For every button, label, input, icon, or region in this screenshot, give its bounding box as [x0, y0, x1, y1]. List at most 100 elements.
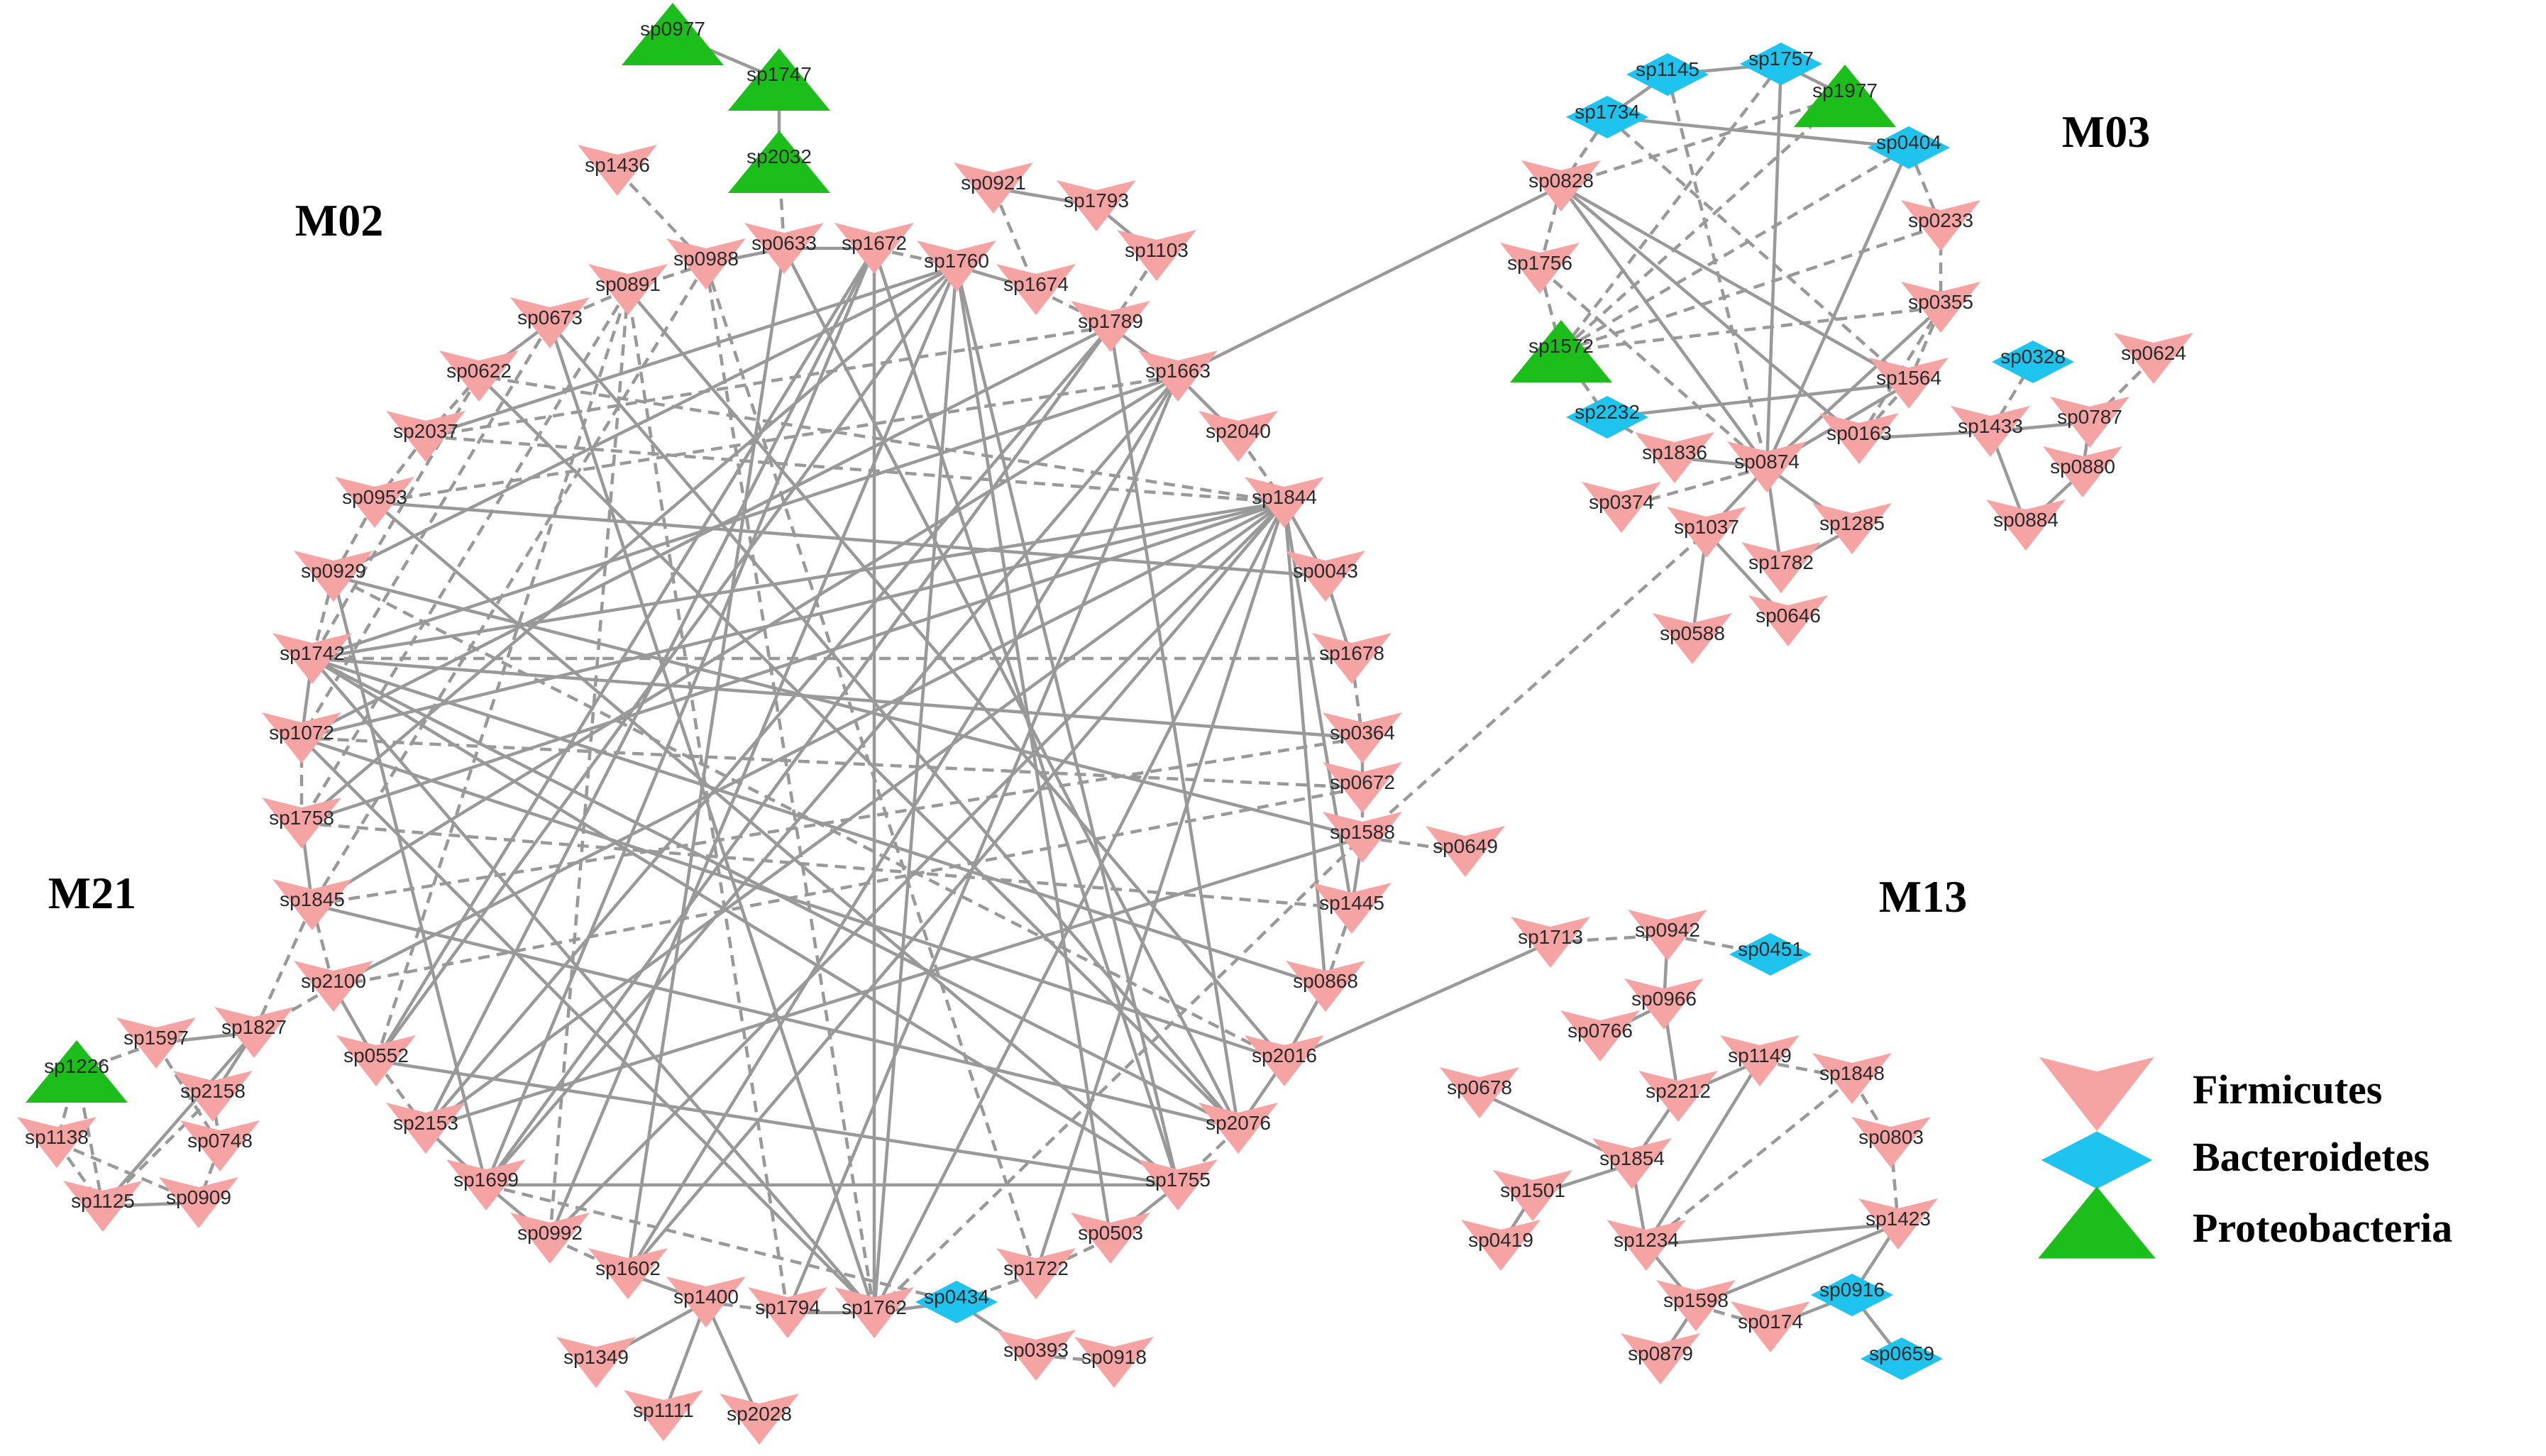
- node-sp0929[interactable]: sp0929: [294, 551, 373, 602]
- node-sp0916[interactable]: sp0916: [1811, 1274, 1893, 1316]
- node-sp1844[interactable]: sp1844: [1245, 477, 1324, 528]
- node-sp0992[interactable]: sp0992: [510, 1213, 590, 1264]
- node-sp0803[interactable]: sp0803: [1851, 1117, 1931, 1168]
- node-sp1793[interactable]: sp1793: [1057, 180, 1136, 231]
- node-sp0233[interactable]: sp0233: [1901, 200, 1980, 251]
- node-sp0918[interactable]: sp0918: [1074, 1337, 1154, 1388]
- node-sp1836[interactable]: sp1836: [1635, 432, 1714, 483]
- node-sp0678[interactable]: sp0678: [1440, 1067, 1519, 1118]
- node-sp1848[interactable]: sp1848: [1812, 1053, 1892, 1104]
- node-sp0419[interactable]: sp0419: [1461, 1220, 1541, 1271]
- node-sp1564[interactable]: sp1564: [1869, 358, 1949, 409]
- node-sp2100[interactable]: sp2100: [294, 961, 373, 1012]
- node-sp0624[interactable]: sp0624: [2114, 333, 2193, 384]
- node-sp1713[interactable]: sp1713: [1511, 917, 1590, 968]
- node-sp1436[interactable]: sp1436: [578, 145, 657, 196]
- node-sp0988[interactable]: sp0988: [666, 238, 746, 289]
- node-sp2040[interactable]: sp2040: [1198, 411, 1278, 462]
- node-sp1674[interactable]: sp1674: [996, 264, 1076, 315]
- node-sp1845[interactable]: sp1845: [272, 879, 352, 930]
- node-sp0874[interactable]: sp0874: [1727, 441, 1807, 492]
- node-sp0966[interactable]: sp0966: [1624, 978, 1704, 1030]
- node-sp2232[interactable]: sp2232: [1566, 396, 1648, 439]
- node-sp1400[interactable]: sp1400: [666, 1276, 746, 1328]
- node-sp2076[interactable]: sp2076: [1198, 1103, 1278, 1154]
- node-sp1125[interactable]: sp1125: [63, 1181, 143, 1232]
- node-sp0374[interactable]: sp0374: [1582, 482, 1661, 533]
- node-sp1789[interactable]: sp1789: [1071, 301, 1150, 352]
- node-sp1598[interactable]: sp1598: [1656, 1280, 1736, 1331]
- node-sp0328[interactable]: sp0328: [1992, 341, 2074, 383]
- node-sp1072[interactable]: sp1072: [262, 712, 341, 763]
- node-sp1588[interactable]: sp1588: [1323, 812, 1402, 863]
- node-sp1782[interactable]: sp1782: [1741, 542, 1821, 593]
- node-sp1234[interactable]: sp1234: [1607, 1220, 1686, 1271]
- node-sp0588[interactable]: sp0588: [1653, 613, 1732, 664]
- node-sp2037[interactable]: sp2037: [386, 411, 465, 462]
- node-sp1758[interactable]: sp1758: [262, 798, 341, 849]
- node-sp0921[interactable]: sp0921: [954, 162, 1033, 214]
- node-sp2032[interactable]: sp2032: [728, 131, 830, 193]
- node-sp0043[interactable]: sp0043: [1286, 551, 1365, 602]
- node-sp1672[interactable]: sp1672: [834, 223, 914, 274]
- node-sp1602[interactable]: sp1602: [588, 1248, 668, 1299]
- node-sp0633[interactable]: sp0633: [744, 223, 824, 274]
- node-sp1827[interactable]: sp1827: [214, 1007, 294, 1058]
- node-sp0355[interactable]: sp0355: [1901, 282, 1980, 333]
- node-sp0828[interactable]: sp0828: [1521, 160, 1601, 211]
- node-sp0174[interactable]: sp0174: [1731, 1301, 1810, 1352]
- node-sp1501[interactable]: sp1501: [1493, 1170, 1572, 1221]
- node-sp1734[interactable]: sp1734: [1566, 96, 1648, 138]
- node-sp2158[interactable]: sp2158: [173, 1071, 253, 1122]
- node-sp0659[interactable]: sp0659: [1861, 1338, 1943, 1380]
- node-sp1111[interactable]: sp1111: [624, 1390, 703, 1441]
- node-sp0787[interactable]: sp0787: [2050, 397, 2129, 448]
- node-sp0868[interactable]: sp0868: [1286, 961, 1365, 1012]
- node-sp1597[interactable]: sp1597: [116, 1017, 196, 1069]
- node-sp0503[interactable]: sp0503: [1071, 1213, 1150, 1264]
- node-sp0646[interactable]: sp0646: [1748, 595, 1828, 646]
- node-sp0404[interactable]: sp0404: [1868, 126, 1950, 169]
- node-sp1445[interactable]: sp1445: [1312, 883, 1392, 934]
- node-sp0884[interactable]: sp0884: [1986, 500, 2066, 551]
- node-sp0977[interactable]: sp0977: [622, 3, 724, 65]
- node-sp1572[interactable]: sp1572: [1510, 320, 1612, 382]
- node-sp1742[interactable]: sp1742: [272, 633, 352, 684]
- node-sp0942[interactable]: sp0942: [1628, 910, 1707, 961]
- node-sp0622[interactable]: sp0622: [439, 351, 519, 402]
- node-sp1349[interactable]: sp1349: [556, 1337, 636, 1388]
- node-sp1762[interactable]: sp1762: [834, 1287, 914, 1338]
- node-sp0163[interactable]: sp0163: [1819, 413, 1899, 464]
- node-sp1977[interactable]: sp1977: [1794, 65, 1896, 127]
- node-sp1747[interactable]: sp1747: [728, 48, 830, 111]
- node-sp0880[interactable]: sp0880: [2043, 446, 2122, 497]
- node-sp0879[interactable]: sp0879: [1621, 1333, 1700, 1384]
- node-sp1285[interactable]: sp1285: [1812, 503, 1892, 554]
- node-sp0673[interactable]: sp0673: [510, 297, 590, 348]
- node-sp2153[interactable]: sp2153: [386, 1103, 465, 1154]
- node-sp1757[interactable]: sp1757: [1740, 43, 1822, 85]
- node-sp1149[interactable]: sp1149: [1720, 1035, 1800, 1086]
- node-sp1678[interactable]: sp1678: [1312, 633, 1392, 684]
- node-sp1722[interactable]: sp1722: [996, 1248, 1076, 1299]
- node-sp0766[interactable]: sp0766: [1560, 1010, 1640, 1061]
- node-sp0953[interactable]: sp0953: [335, 477, 414, 528]
- node-sp0909[interactable]: sp0909: [159, 1177, 238, 1228]
- node-sp1794[interactable]: sp1794: [748, 1287, 827, 1338]
- node-sp1226[interactable]: sp1226: [26, 1040, 128, 1103]
- node-sp1138[interactable]: sp1138: [17, 1117, 97, 1168]
- node-sp0364[interactable]: sp0364: [1323, 712, 1402, 763]
- node-sp0552[interactable]: sp0552: [336, 1035, 416, 1086]
- node-sp0672[interactable]: sp0672: [1323, 762, 1402, 813]
- node-sp1854[interactable]: sp1854: [1592, 1138, 1672, 1189]
- node-sp1103[interactable]: sp1103: [1117, 230, 1196, 281]
- node-sp0649[interactable]: sp0649: [1426, 826, 1505, 877]
- node-sp0434[interactable]: sp0434: [915, 1281, 998, 1323]
- node-sp2212[interactable]: sp2212: [1638, 1071, 1718, 1122]
- node-sp1760[interactable]: sp1760: [917, 241, 996, 292]
- node-sp1037[interactable]: sp1037: [1667, 507, 1746, 558]
- node-sp1663[interactable]: sp1663: [1138, 351, 1218, 402]
- node-sp0891[interactable]: sp0891: [588, 264, 668, 315]
- node-sp1145[interactable]: sp1145: [1626, 53, 1709, 96]
- node-sp1699[interactable]: sp1699: [446, 1159, 526, 1210]
